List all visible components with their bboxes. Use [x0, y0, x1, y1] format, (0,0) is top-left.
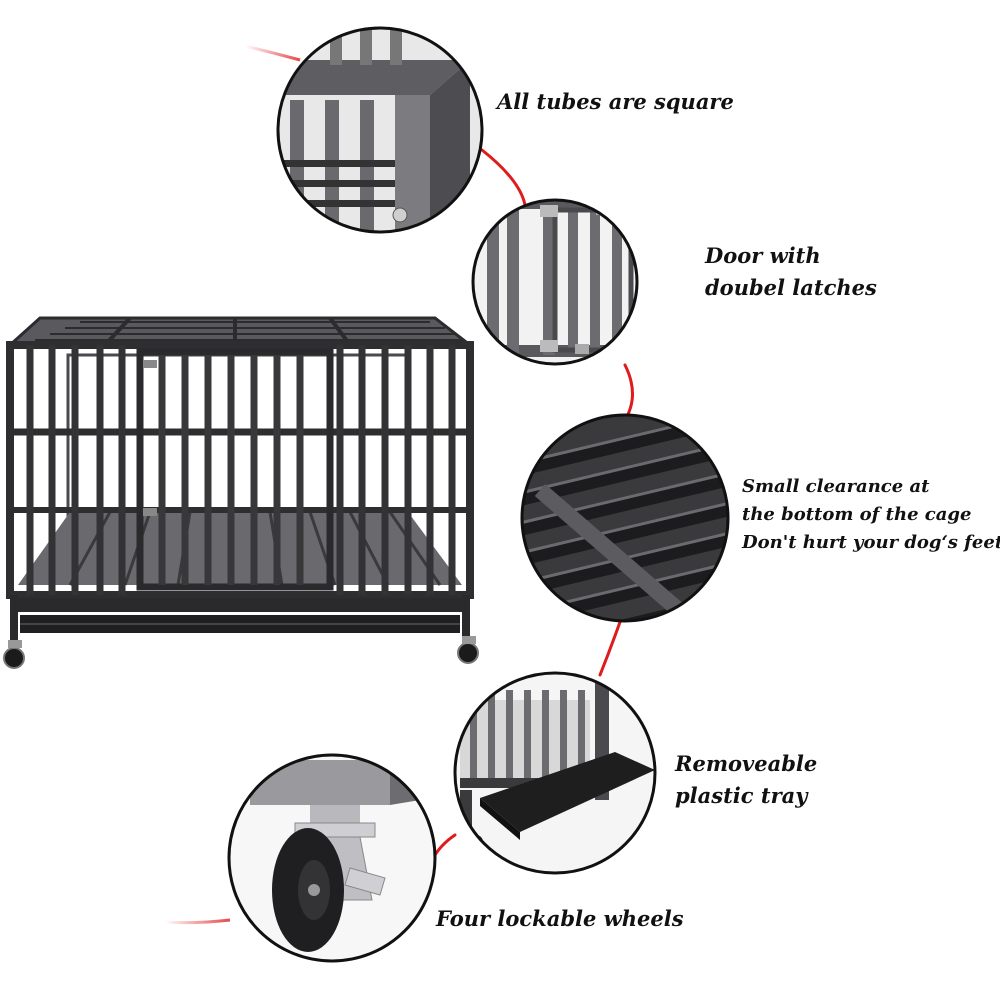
- callout-floor-clearance-line-3: Don't hurt your dog‘s feet: [742, 532, 1000, 553]
- callout-door-latches: Door with doubel latches: [705, 240, 877, 304]
- callout-square-tubes-line-1: All tubes are square: [497, 89, 734, 114]
- callout-plastic-tray: Removeable plastic tray: [675, 748, 817, 812]
- callout-floor-clearance-line-1: Small clearance at: [742, 476, 930, 497]
- zoom-circle-floor-grate: [520, 413, 730, 623]
- callout-door-latches-line-2: doubel latches: [705, 275, 877, 300]
- callout-floor-clearance-line-2: the bottom of the cage: [742, 504, 972, 525]
- zoom-circle-plastic-tray: [453, 671, 657, 875]
- callout-plastic-tray-line-1: Removeable: [675, 751, 818, 776]
- callout-square-tubes: All tubes are square: [497, 86, 734, 118]
- zoom-circle-square-tubes: [276, 26, 484, 234]
- zoom-circle-door-latches: [471, 198, 639, 366]
- dog-cage: [3, 316, 479, 669]
- zoom-circle-lockable-wheel: [227, 753, 437, 963]
- callout-lockable-wheels: Four lockable wheels: [436, 903, 684, 935]
- red-streak-top: [244, 44, 301, 62]
- callout-lockable-wheels-line-1: Four lockable wheels: [436, 906, 684, 931]
- callout-floor-clearance: Small clearance at the bottom of the cag…: [742, 473, 1000, 557]
- callout-plastic-tray-line-2: plastic tray: [675, 783, 808, 808]
- callout-door-latches-line-1: Door with: [705, 243, 821, 268]
- red-streak-bottom: [164, 918, 231, 925]
